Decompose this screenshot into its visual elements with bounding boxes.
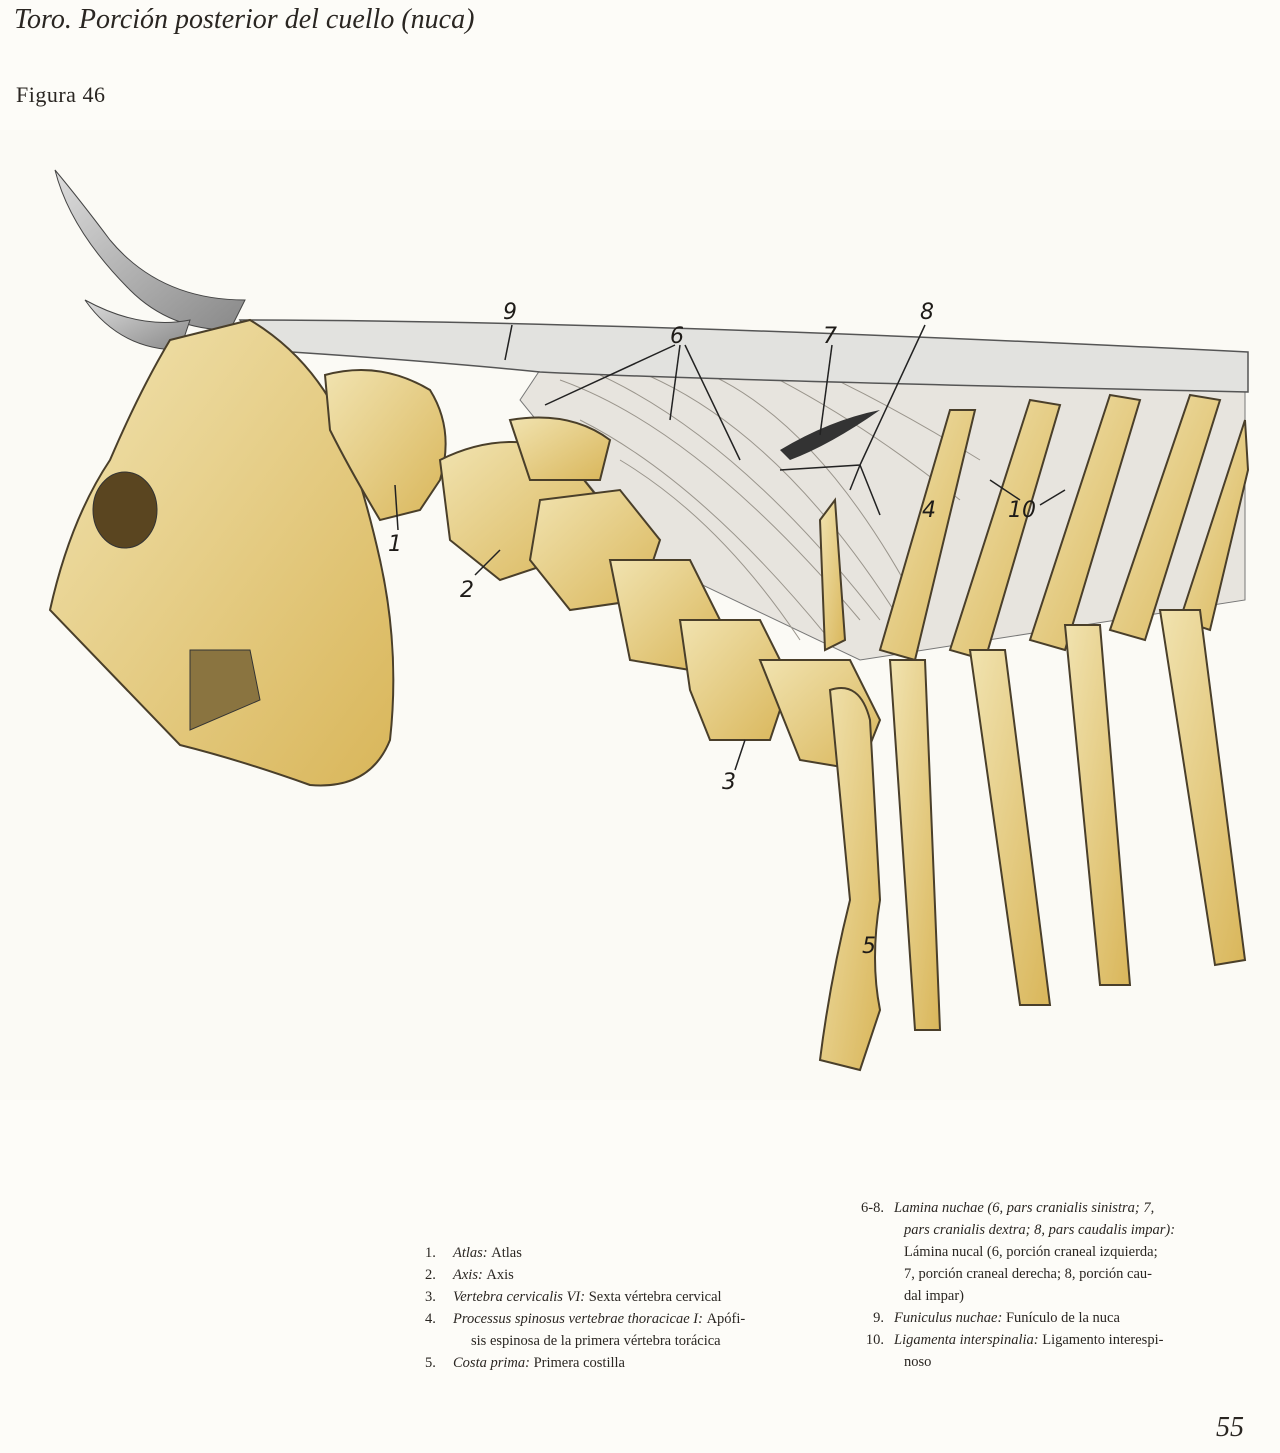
legend-item-6-8: 6-8.Lamina nuchae (6, pars cranialis sin… <box>861 1200 1155 1216</box>
ribs <box>818 609 1247 1072</box>
label-4: 4 <box>922 498 936 523</box>
legend-item-1: 1.Atlas: Atlas <box>425 1245 522 1261</box>
label-3: 3 <box>722 770 736 795</box>
legend-item-4: 4.Processus spinosus vertebrae thoracica… <box>425 1311 746 1327</box>
legend-right-column: 6-8.Lamina nuchae (6, pars cranialis sin… <box>840 1197 1250 1373</box>
label-9: 9 <box>503 300 517 325</box>
label-10: 10 <box>1008 498 1036 523</box>
legend-item-5: 5.Costa prima: Primera costilla <box>425 1355 625 1371</box>
label-2: 2 <box>460 578 474 603</box>
label-8: 8 <box>920 300 934 325</box>
legend-item-3: 3.Vertebra cervicalis VI: Sexta vértebra… <box>425 1289 722 1305</box>
thoracic-spines <box>878 393 1250 662</box>
figure-label: Figura 46 <box>16 82 106 107</box>
label-1: 1 <box>388 532 402 557</box>
legend-left-column: 1.Atlas: Atlas 2.Axis: Axis 3.Vertebra c… <box>425 1242 745 1374</box>
horn <box>54 169 246 331</box>
cervical-vertebrae <box>323 369 882 772</box>
label-7: 7 <box>823 324 837 349</box>
funiculus-nuchae <box>238 319 1249 393</box>
label-6: 6 <box>670 324 684 349</box>
page-number: 55 <box>1216 1412 1244 1443</box>
legend-item-2: 2.Axis: Axis <box>425 1267 514 1283</box>
label-5: 5 <box>862 934 876 959</box>
legend-item-10: 10.Ligamenta interspinalia: Ligamento in… <box>865 1332 1164 1348</box>
bull-neck-skeleton-drawing <box>48 169 1250 1072</box>
page-title: Toro. Porción posterior del cuello (nuca… <box>14 4 475 35</box>
legend-item-9: 9.Funiculus nuchae: Funículo de la nuca <box>873 1310 1120 1326</box>
